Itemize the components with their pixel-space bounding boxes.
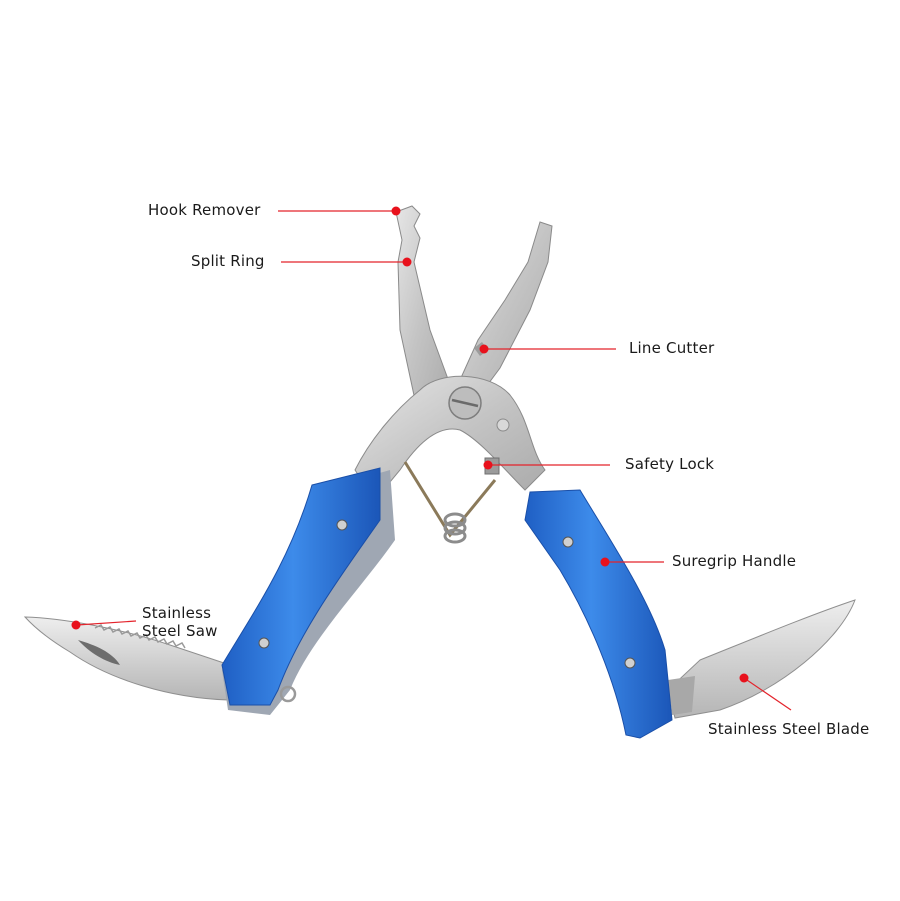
marker-line-cutter: [479, 344, 489, 354]
marker-suregrip-handle: [600, 557, 610, 567]
marker-split-ring: [402, 257, 412, 267]
pivot-assembly: [354, 375, 546, 501]
callout-suregrip-handle: Suregrip Handle: [672, 552, 797, 570]
marker-dots: [71, 206, 749, 683]
spring: [403, 461, 497, 544]
marker-stainless-steel-saw: [71, 620, 81, 630]
callout-split-ring: Split Ring: [191, 252, 265, 270]
marker-safety-lock: [483, 460, 493, 470]
left-jaw: [395, 205, 453, 413]
leader-stainless-steel-saw: [76, 620, 137, 626]
callout-safety-lock: Safety Lock: [625, 455, 715, 473]
marker-stainless-steel-blade: [739, 673, 749, 683]
callout-stainless-steel-blade: Stainless Steel Blade: [708, 720, 870, 738]
callout-stainless-steel-saw: Stainless Steel Saw: [142, 604, 218, 640]
leader-stainless-steel-blade: [743, 677, 792, 711]
marker-hook-remover: [391, 206, 401, 216]
leader-lines: [76, 210, 792, 711]
knife-blade: [667, 599, 856, 719]
right-jaw: [459, 221, 553, 396]
callout-line-cutter: Line Cutter: [629, 339, 715, 357]
callout-hook-remover: Hook Remover: [148, 201, 261, 219]
right-handle: [524, 489, 673, 739]
left-handle: [221, 467, 395, 715]
